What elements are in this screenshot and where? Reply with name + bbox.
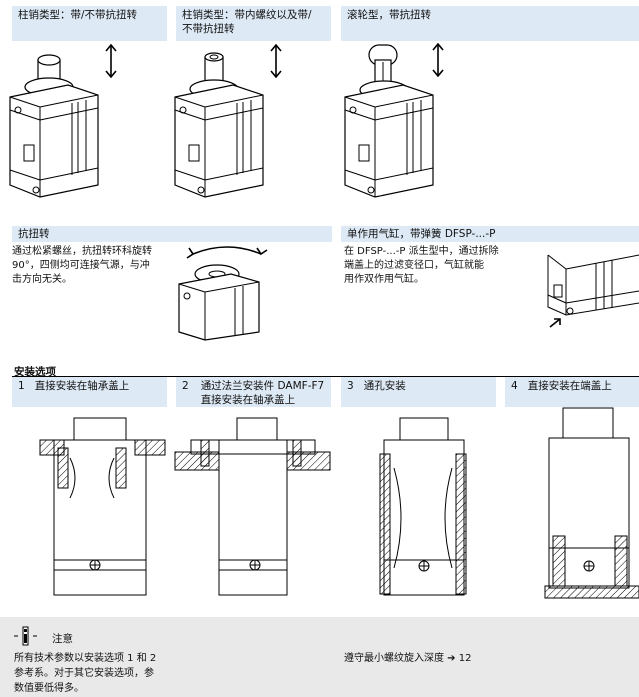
note-left-text: 所有技术参数以安装选项 1 和 2 参考系。对于其它安装选项，参 数值要低得多。: [14, 653, 157, 694]
mount-option-1: 1 直接安装在轴承盖上: [12, 377, 167, 407]
header-roller-type: 滚轮型，带抗扭转: [341, 6, 639, 41]
cylinder-pin-thread-illustration: [174, 43, 282, 198]
header-anti-twist: 抗扭转: [12, 226, 332, 242]
note-title: 注意: [52, 633, 73, 645]
cylinder-roller-illustration: [344, 42, 444, 198]
header-single-acting: 单作用气缸，带弹簧 DFSP-...-P: [341, 226, 639, 242]
mounting-section-title: 安装选项: [14, 366, 56, 378]
header-pin-type: 柱销类型：带/不带抗扭转: [12, 6, 167, 41]
mount-option-4: 4 直接安装在端盖上: [505, 377, 639, 407]
mount-option-3: 3 通孔安装: [341, 377, 496, 407]
note-panel: 注意 所有技术参数以安装选项 1 和 2 参考系。对于其它安装选项，参 数值要低…: [0, 617, 639, 697]
mount-drawing-4: [544, 407, 639, 599]
info-icon: [14, 626, 37, 646]
section-divider: [12, 376, 639, 377]
mount-drawing-2: [174, 417, 331, 596]
mount-drawing-1: [39, 417, 166, 596]
single-acting-illustration: [547, 254, 639, 328]
cylinder-pin-illustration: [9, 43, 117, 198]
anti-twist-description: 通过松紧螺丝，抗扭转环科旋转 90°，四侧均可连接气源，与冲 击方向无关。: [12, 246, 152, 285]
mount-drawing-3: [379, 417, 467, 596]
header-pin-thread-type: 柱销类型：带内螺纹以及带/ 不带抗扭转: [176, 6, 331, 41]
anti-twist-illustration: [178, 246, 268, 341]
single-acting-description: 在 DFSP-...-P 派生型中，通过拆除 端盖上的过滤变径口，气缸就能 用作…: [344, 246, 499, 285]
note-right-text: 遵守最小螺纹旋入深度 ➔ 12: [344, 653, 472, 664]
